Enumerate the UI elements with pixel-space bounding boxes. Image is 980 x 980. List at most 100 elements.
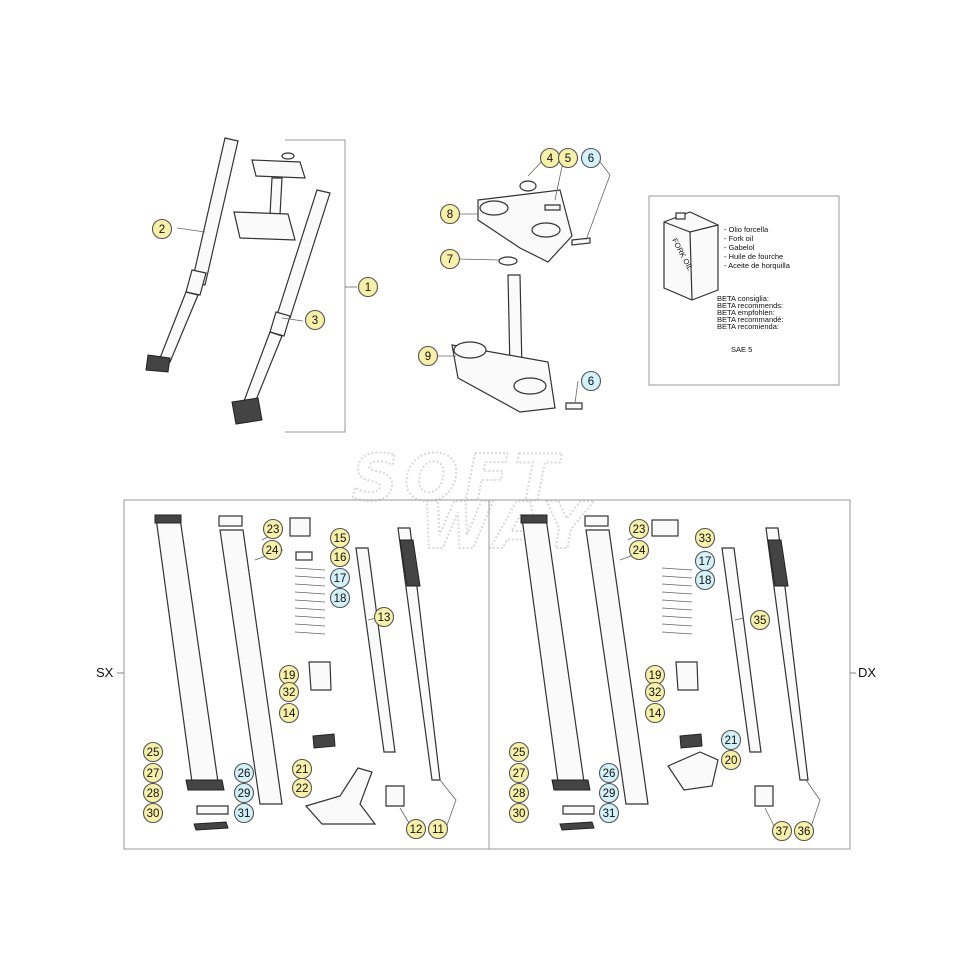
recommend-line: BETA recomienda: <box>717 322 779 331</box>
callout-circle <box>557 147 579 169</box>
callout-label: 16 <box>334 552 347 564</box>
oil-name: - Huile de fourche <box>724 252 783 261</box>
callout-label: 27 <box>147 768 160 780</box>
callout-circle <box>749 609 771 631</box>
callout-20: 20 <box>720 749 742 771</box>
left-fork-parts <box>154 514 441 831</box>
fork-leg-left <box>145 137 239 373</box>
callout-24: 24 <box>261 539 283 561</box>
inner-tube <box>585 529 649 805</box>
callout-circle <box>329 546 351 568</box>
callout-37: 37 <box>771 820 793 842</box>
oil-info-box: FORK OIL - Olio forcella - Fork oil - Ga… <box>648 195 840 386</box>
oil-name: - Fork oil <box>724 234 754 243</box>
callout-28: 28 <box>508 782 530 804</box>
callout-23: 23 <box>628 518 650 540</box>
watermark-line2: WAY <box>420 490 595 564</box>
cartridge-tube <box>721 547 762 753</box>
callout-label: 6 <box>588 376 594 388</box>
callout-label: 25 <box>513 747 526 759</box>
callout-27: 27 <box>508 762 530 784</box>
callout-circle <box>304 309 326 331</box>
callout-circle <box>439 248 461 270</box>
callout-label: 14 <box>649 708 662 720</box>
callout-circle <box>417 345 439 367</box>
oil-name: - Gabelol <box>724 243 755 252</box>
callout-circle <box>233 762 255 784</box>
callout-label: 37 <box>776 826 789 838</box>
callout-label: 17 <box>699 556 712 568</box>
watermark: SOFT WAY <box>351 441 595 565</box>
recommend-line: BETA recommandé: <box>717 315 784 324</box>
inner-tube <box>219 529 283 805</box>
callout-33: 33 <box>694 527 716 549</box>
callout-circle <box>628 539 650 561</box>
callout-circle <box>373 606 395 628</box>
steering-assembly <box>451 180 591 413</box>
callout-27: 27 <box>142 762 164 784</box>
callout-label: 32 <box>283 687 296 699</box>
callout-label: 23 <box>633 524 646 536</box>
callout-circle <box>628 518 650 540</box>
right-fork-parts <box>520 514 809 831</box>
callout-13: 13 <box>373 606 395 628</box>
callout-label: 32 <box>649 687 662 699</box>
callout-label: 12 <box>410 824 423 836</box>
fork-spring <box>294 567 326 635</box>
callout-circle <box>142 762 164 784</box>
callout-7: 7 <box>439 248 461 270</box>
callout-17: 17 <box>694 550 716 572</box>
callout-6: 6 <box>580 147 602 169</box>
callout-24: 24 <box>628 539 650 561</box>
cartridge-tube <box>355 547 396 753</box>
callout-circle <box>142 741 164 763</box>
callout-26: 26 <box>233 762 255 784</box>
oil-names-list: - Olio forcella - Fork oil - Gabelol - H… <box>724 225 791 270</box>
callout-label: 25 <box>147 747 160 759</box>
callout-21: 21 <box>720 729 742 751</box>
callout-label: 11 <box>432 824 444 836</box>
callout-circle <box>580 147 602 169</box>
callout-30: 30 <box>508 802 530 824</box>
assembly-bracket <box>285 139 346 433</box>
callout-8: 8 <box>439 203 461 225</box>
callout-14: 14 <box>644 702 666 724</box>
callout-circle <box>508 782 530 804</box>
recommend-line: BETA consiglia: <box>717 294 769 303</box>
callout-label: 17 <box>334 573 347 585</box>
callout-circle <box>694 569 716 591</box>
callout-circle <box>278 681 300 703</box>
callout-19: 19 <box>278 664 300 686</box>
callout-label: 24 <box>633 545 646 557</box>
fork-assembly-top <box>145 137 357 433</box>
callout-17: 17 <box>329 567 351 589</box>
callout-label: 2 <box>159 224 165 236</box>
callout-label: 33 <box>699 533 712 545</box>
callout-label: 31 <box>603 808 616 820</box>
callout-circle <box>262 518 284 540</box>
outer-tube <box>155 517 219 783</box>
callout-circle <box>233 802 255 824</box>
callout-circle <box>357 276 379 298</box>
fork-spring <box>661 567 693 635</box>
callout-label: 18 <box>699 575 712 587</box>
callouts-left: 2324151617181319321425272830262931212212… <box>142 518 449 840</box>
callout-16: 16 <box>329 546 351 568</box>
triple-clamp-small <box>233 152 306 241</box>
callout-circle <box>720 749 742 771</box>
callout-label: 18 <box>334 593 347 605</box>
callout-label: 27 <box>513 768 526 780</box>
callout-circle <box>580 370 602 392</box>
callout-label: 24 <box>266 545 279 557</box>
callout-circle <box>151 218 173 240</box>
callout-label: 29 <box>238 788 251 800</box>
callout-label: 19 <box>283 670 296 682</box>
o-ring <box>498 256 518 266</box>
callout-1: 1 <box>357 276 379 298</box>
callout-circle <box>644 681 666 703</box>
callout-18: 18 <box>694 569 716 591</box>
oil-name: - Aceite de horquilla <box>724 261 791 270</box>
callout-label: 23 <box>267 524 280 536</box>
